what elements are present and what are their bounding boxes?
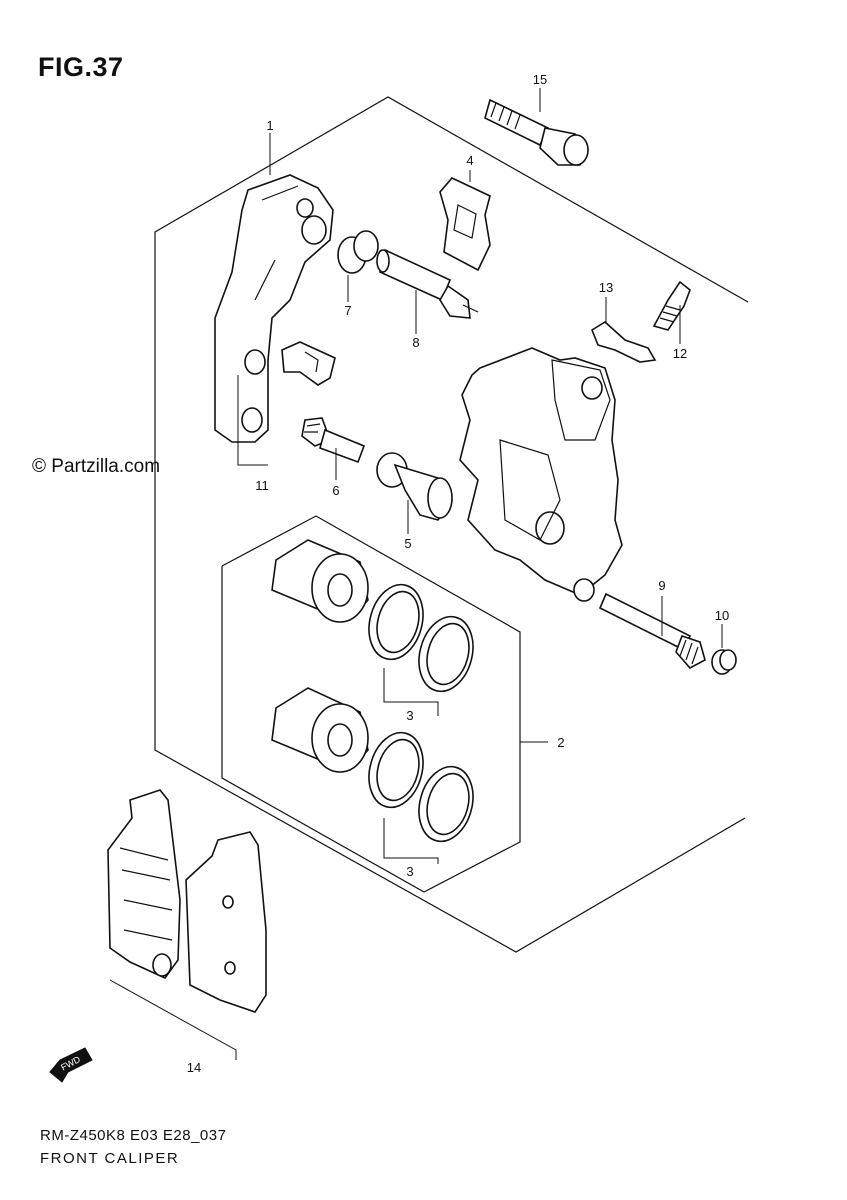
caliper-bracket xyxy=(214,174,334,443)
callout-6: 6 xyxy=(332,483,339,498)
callout-9: 9 xyxy=(658,578,665,593)
brake-pad-bracket xyxy=(109,979,237,1060)
assembly-outline xyxy=(154,96,749,953)
caliper-slide-pin xyxy=(598,592,706,670)
callout-14: 14 xyxy=(187,1060,201,1075)
callout-2: 2 xyxy=(557,735,564,750)
callout-5: 5 xyxy=(404,536,411,551)
callout-4: 4 xyxy=(466,153,473,168)
slide-pin-lower xyxy=(301,417,366,464)
callout-7: 7 xyxy=(344,303,351,318)
piston-seal-lower-1 xyxy=(368,731,424,809)
caliper-body xyxy=(459,347,623,602)
callout-12: 12 xyxy=(673,346,687,361)
brake-pad-inner xyxy=(185,831,267,1013)
pin-plug xyxy=(711,649,737,675)
bleeder-valve xyxy=(652,280,691,331)
piston-seal-lower-2 xyxy=(418,765,474,843)
pad-retainer-clip xyxy=(281,341,336,386)
slide-pin-upper xyxy=(376,248,479,319)
figure-code: RM-Z450K8 E03 E28_037 xyxy=(40,1127,227,1144)
figure-name: FRONT CALIPER xyxy=(40,1150,180,1167)
figure-title: FIG.37 xyxy=(38,52,124,82)
bracket-mounting-bolt xyxy=(484,98,589,166)
caliper-piston-upper xyxy=(271,539,369,623)
piston-seal-upper-1 xyxy=(368,583,424,661)
callout-10: 10 xyxy=(715,608,729,623)
caliper-subassembly-outline xyxy=(221,515,521,893)
forward-direction-arrow: FWD xyxy=(49,1047,93,1083)
caliper-piston-lower xyxy=(271,687,369,773)
brake-pad-outer xyxy=(107,789,181,980)
callout-1: 1 xyxy=(266,118,273,133)
bleeder-cap xyxy=(591,321,657,363)
callout-leaders xyxy=(237,88,723,864)
partzilla-watermark: © Partzilla.com xyxy=(32,456,161,477)
callout-11: 11 xyxy=(255,478,269,493)
callout-15: 15 xyxy=(533,72,547,87)
callout-13: 13 xyxy=(599,280,613,295)
callout-3-lower: 3 xyxy=(406,864,413,879)
pin-boot xyxy=(337,230,379,274)
caliper-pin xyxy=(376,452,453,521)
callout-8: 8 xyxy=(412,335,419,350)
piston-seal-upper-2 xyxy=(418,615,474,693)
pad-spring xyxy=(439,177,491,272)
callout-3-upper: 3 xyxy=(406,708,413,723)
